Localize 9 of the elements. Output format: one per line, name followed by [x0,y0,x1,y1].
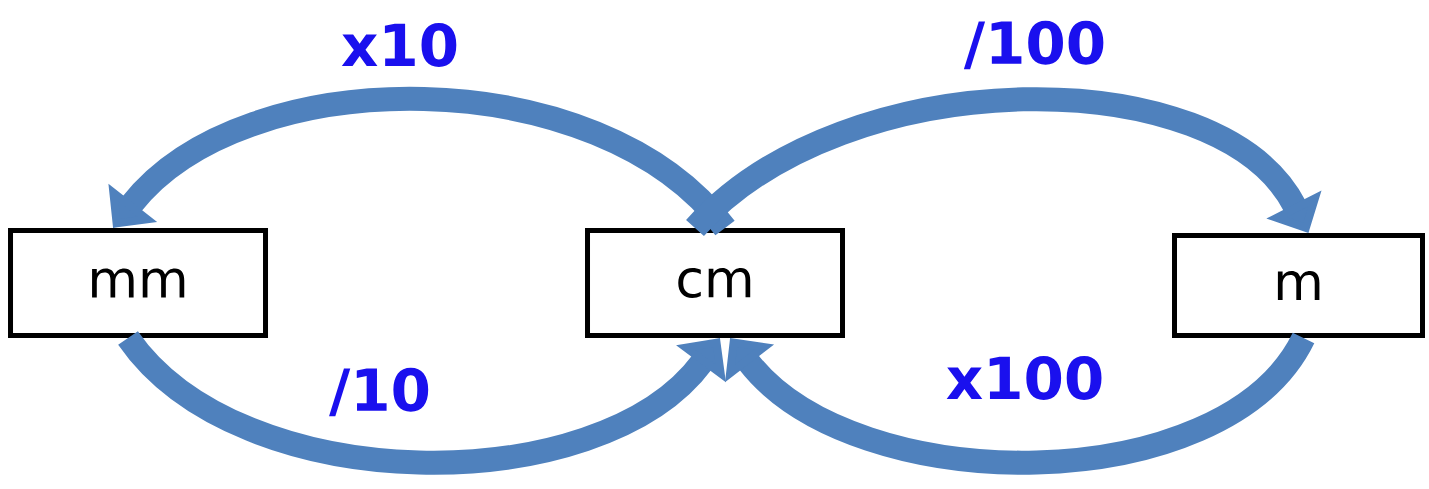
curved-arrow [725,331,1314,475]
curved-arrow [686,87,1322,237]
edge-label: x100 [943,354,1107,402]
edge-label: /100 [961,18,1109,72]
unit-box: m [1172,233,1425,338]
unit-box: mm [8,228,268,338]
edge-label: /10 [327,365,433,419]
edge-label: x10 [338,21,462,69]
unit-box: cm [585,228,845,338]
